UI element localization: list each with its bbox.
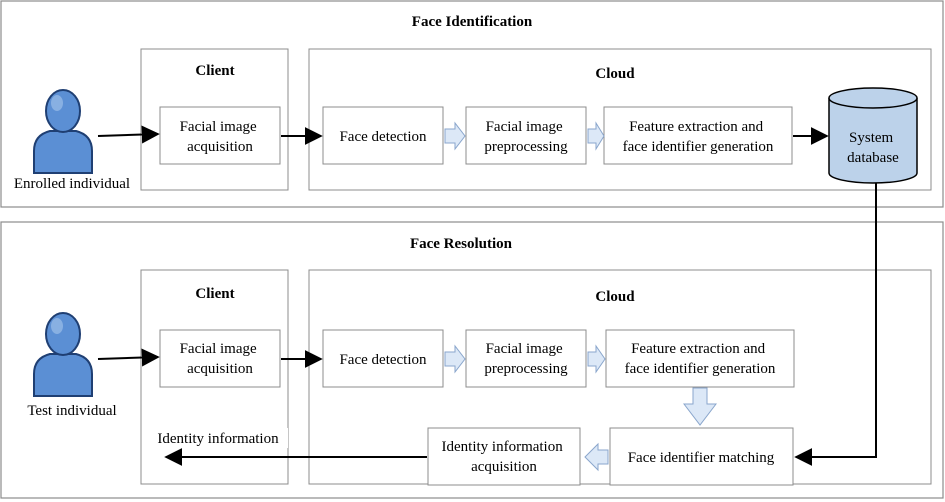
feature-extraction-text: Feature extraction and face identifier g… [625, 341, 776, 377]
facial-image-preprocessing-text: Facial image preprocessing [484, 341, 568, 377]
facial-image-preprocessing-box [465, 329, 587, 388]
identity-information-label: Identity information [157, 431, 279, 447]
facial-image-preprocessing-text: Facial image preprocessing [484, 119, 568, 155]
facial-image-preprocessing-box [465, 106, 587, 165]
face-identifier-matching-text: Face identifier matching [628, 450, 775, 466]
arrow-enrolled-to-acquisition [97, 125, 160, 144]
system-database: System database [828, 87, 918, 184]
face-detection-box [322, 106, 444, 165]
feature-extraction-text: Feature extraction and face identifier g… [623, 119, 774, 155]
facial-image-acquisition-text: Facial image acquisition [180, 341, 261, 377]
face-identifier-matching-box [609, 427, 794, 486]
identity-label-bg [148, 428, 288, 448]
hollow-arrow-matching-to-identity [584, 442, 609, 472]
face-detection-text: Face detection [339, 352, 427, 368]
facial-image-acquisition-box [159, 329, 281, 388]
identification-title: Face Identification [412, 14, 533, 30]
face-identification-section: Face Identification Client Cloud Enrolle… [0, 0, 944, 208]
identity-information-acquisition-text: Identity information acquisition [442, 439, 567, 475]
cloud-title: Cloud [595, 66, 635, 82]
system-database-text: System database [847, 130, 899, 166]
test-individual-label: Test individual [27, 403, 116, 419]
feature-extraction-box [605, 329, 795, 388]
hollow-arrow-preprocessing-to-feature [587, 121, 605, 151]
client-title: Client [195, 286, 234, 302]
face-resolution-section: Face Resolution Client Cloud Test indivi… [0, 221, 944, 499]
hollow-arrow-detection-to-preprocessing [444, 121, 466, 151]
facial-image-acquisition-text: Facial image acquisition [180, 119, 261, 155]
hollow-arrow-detection-to-preprocessing [444, 344, 466, 374]
enrolled-individual-label: Enrolled individual [14, 176, 130, 192]
facial-image-acquisition-box [159, 106, 281, 165]
hollow-arrow-feature-to-matching [682, 387, 718, 426]
identity-information-acquisition-box [427, 427, 581, 486]
client-title: Client [195, 63, 234, 79]
face-detection-text: Face detection [339, 129, 427, 145]
feature-extraction-box [603, 106, 793, 165]
arrow-database-to-matching [794, 183, 877, 466]
resolution-title: Face Resolution [410, 236, 513, 252]
face-detection-box [322, 329, 444, 388]
cloud-title: Cloud [595, 289, 635, 305]
hollow-arrow-preprocessing-to-feature [587, 344, 606, 374]
arrow-test-to-acquisition [97, 348, 160, 367]
